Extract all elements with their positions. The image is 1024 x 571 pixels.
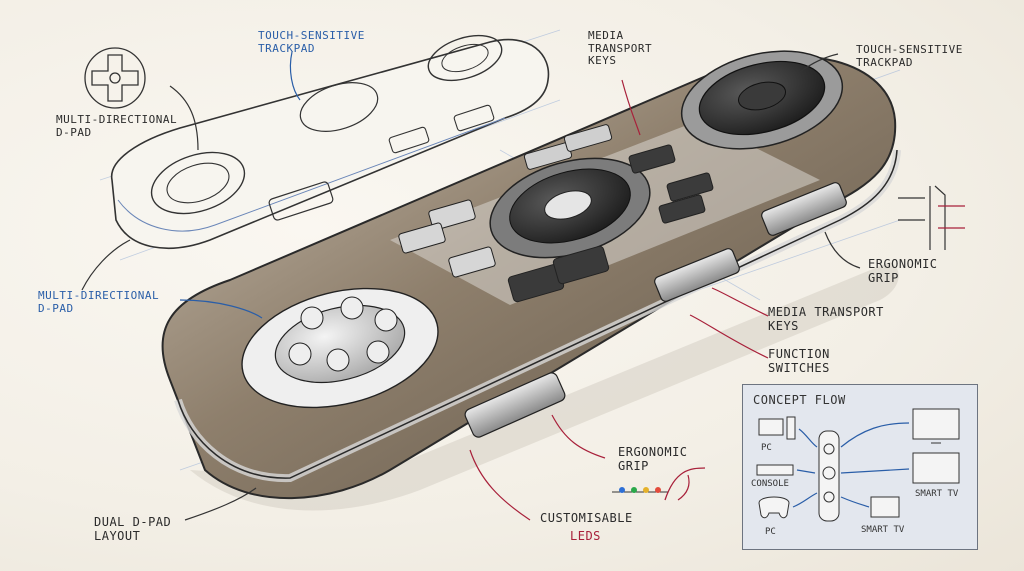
gamepad-icon <box>758 496 790 519</box>
console-icon <box>756 464 794 476</box>
tv-icon-top <box>912 408 960 444</box>
dpad-sketch-icon <box>84 47 146 109</box>
label-leds: LEDS <box>570 529 601 543</box>
label-touch-trackpad-right: TOUCH-SENSITIVE TRACKPAD <box>856 43 963 69</box>
concept-flow-diagram <box>756 408 960 522</box>
remote-icon <box>818 430 840 522</box>
tv-icon-bottom <box>870 496 900 518</box>
label-dual-dpad: DUAL D-PAD LAYOUT <box>94 515 172 543</box>
led-strip <box>612 467 706 501</box>
flow-arrows <box>792 422 910 508</box>
lower-dpad <box>241 287 439 409</box>
trackpad-right <box>680 50 844 150</box>
wireframe-remote <box>111 34 550 249</box>
flow-input-2: PC <box>765 527 776 537</box>
label-function-switches: FUNCTION SWITCHES <box>768 347 830 375</box>
label-customisable: CUSTOMISABLE <box>540 511 633 525</box>
concept-flow-title: CONCEPT FLOW <box>753 393 846 407</box>
side-rockers <box>464 182 847 438</box>
flow-input-1: CONSOLE <box>751 479 789 489</box>
label-ergonomic-grip-right: ERGONOMIC GRIP <box>868 257 938 285</box>
label-multi-dpad-blue: MULTI-DIRECTIONAL D-PAD <box>38 289 160 315</box>
label-touch-trackpad-top: TOUCH-SENSITIVE TRACKPAD <box>258 29 365 55</box>
center-dial <box>489 157 651 259</box>
button-grid <box>398 124 714 303</box>
flow-output-1: SMART TV <box>861 525 905 535</box>
tv-icon-mid <box>912 452 960 484</box>
leader-lines <box>81 51 861 521</box>
label-media-keys-top: MEDIA TRANSPORT KEYS <box>588 29 653 68</box>
concept-flow-panel: CONCEPT FLOW <box>742 384 978 550</box>
main-remote <box>161 50 901 511</box>
flow-input-0: PC <box>761 443 772 453</box>
grip-profile-sketch <box>898 185 965 250</box>
pc-icon <box>758 416 796 440</box>
label-ergonomic-grip-bottom: ERGONOMIC GRIP <box>618 445 688 473</box>
flow-output-0: SMART TV <box>915 489 959 499</box>
label-media-keys-right: MEDIA TRANSPORT KEYS <box>768 305 884 333</box>
label-multi-dpad-left: MULTI-DIRECTIONAL D-PAD <box>56 113 178 139</box>
